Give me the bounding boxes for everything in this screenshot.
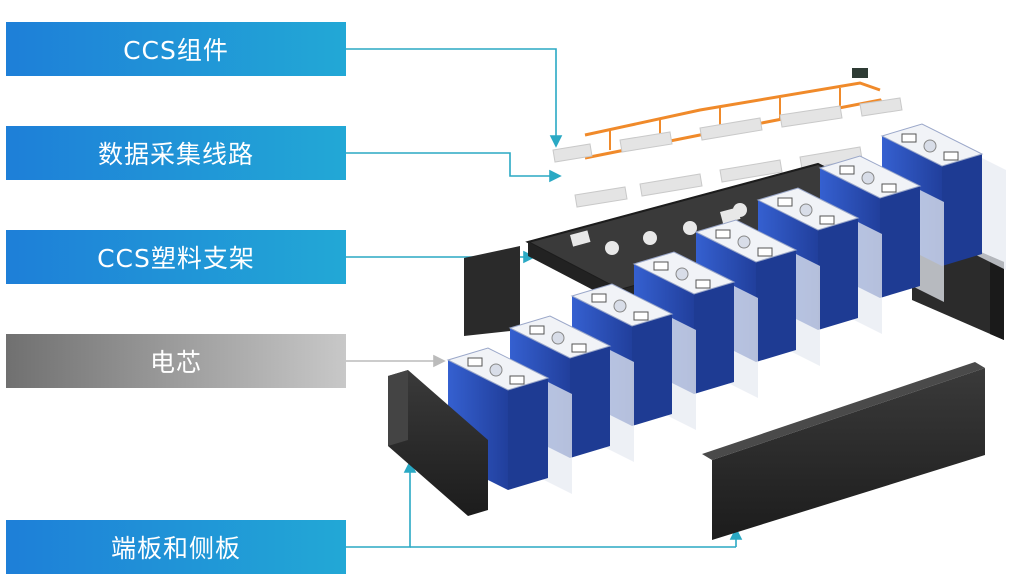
cell-vent	[861, 171, 875, 185]
cell-terminal	[881, 183, 897, 193]
label-battery-cell: 电芯	[6, 334, 346, 388]
cell-terminal	[777, 197, 793, 207]
cell-vent	[799, 203, 813, 217]
cell-terminal	[819, 215, 835, 225]
cell-terminal	[509, 375, 525, 385]
cell-terminal	[633, 311, 649, 321]
cell-terminal	[839, 165, 855, 175]
leader-line-end-plate	[346, 468, 411, 548]
cell-vent	[551, 331, 565, 345]
cell-vent	[613, 299, 627, 313]
battery-cells	[446, 123, 1006, 494]
label-ccs-assembly: CCS组件	[6, 22, 346, 76]
cell-vent	[489, 363, 503, 377]
front-side-plate	[702, 362, 985, 540]
cell-terminal	[943, 151, 959, 161]
cell-terminal	[529, 325, 545, 335]
cell-terminal	[653, 261, 669, 271]
cell-vent	[675, 267, 689, 281]
connector-chip	[852, 68, 868, 78]
cell-terminal	[591, 293, 607, 303]
front-end-plate	[388, 370, 488, 516]
cell-vent	[923, 139, 937, 153]
label-ccs-plastic-bracket: CCS塑料支架	[6, 230, 346, 284]
battery-cell	[508, 315, 634, 462]
leader-line-ccs	[346, 48, 557, 140]
arrowhead	[549, 135, 563, 148]
label-end-and-side-plates: 端板和侧板	[6, 520, 346, 574]
leader-line-data	[346, 152, 553, 177]
cell-terminal	[695, 279, 711, 289]
cell-terminal	[757, 247, 773, 257]
arrowhead	[433, 354, 446, 368]
cell-terminal	[467, 357, 483, 367]
label-data-acquisition-line: 数据采集线路	[6, 126, 346, 180]
cell-terminal	[715, 229, 731, 239]
rear-side-plate	[464, 246, 520, 336]
leader-lines	[346, 48, 743, 548]
cell-terminal	[571, 343, 587, 353]
watermark	[700, 556, 1000, 574]
cell-terminal	[901, 133, 917, 143]
busbar-strips	[552, 97, 903, 208]
cell-vent	[737, 235, 751, 249]
arrowhead	[549, 169, 562, 183]
arrowhead	[729, 527, 743, 540]
